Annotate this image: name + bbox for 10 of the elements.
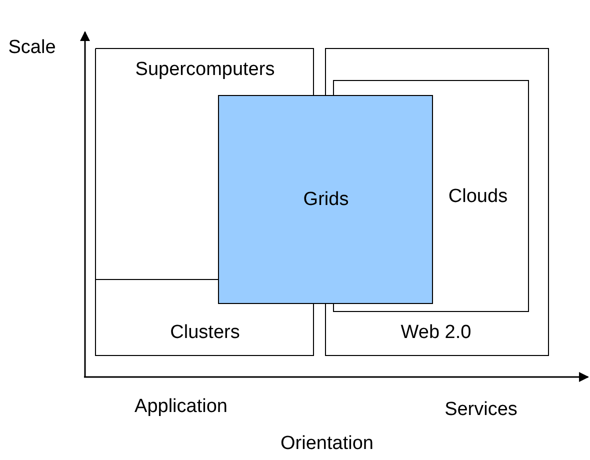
axis-label: Services — [444, 399, 518, 421]
region-label: Clouds — [448, 186, 508, 208]
region-label: Grids — [303, 189, 349, 211]
axis-label: Orientation — [280, 433, 374, 455]
region-label: Web 2.0 — [400, 322, 472, 344]
axis-label: Scale — [8, 37, 56, 59]
region-label: Clusters — [170, 322, 240, 344]
region-box — [218, 95, 433, 304]
region-label: Supercomputers — [135, 59, 275, 81]
axis-label: Application — [134, 396, 228, 418]
